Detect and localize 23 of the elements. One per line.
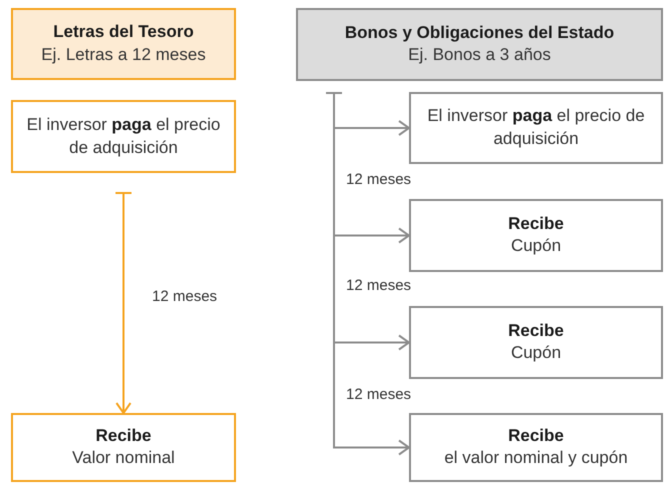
box-heading: Recibe [96,424,152,447]
box-heading: Bonos y Obligaciones del Estado [344,22,614,44]
text-box [409,92,663,164]
box-text: Cupón [510,342,562,364]
arrow [114,192,132,414]
box-text: el valor nominal y cupón [444,447,628,470]
box-text: Cupón [510,235,562,258]
text-box [409,199,663,272]
text-box [409,413,663,482]
box-heading: Letras del Tesoro [53,21,194,44]
text-box [11,8,236,80]
box-text: Ej. Bonos a 3 años [408,44,551,66]
text-box [409,306,663,379]
box-text: El inversor paga el precio de adquisición [426,105,646,150]
box-heading: Recibe [508,424,564,447]
box-heading: Recibe [508,212,564,235]
box-text: Ej. Letras a 12 meses [41,44,206,66]
box-text: El inversor paga el precio de adquisición [26,114,222,158]
text-box [11,413,236,482]
text-box [11,100,236,173]
text-box [296,8,663,81]
box-heading: Recibe [508,320,564,342]
box-text: Valor nominal [72,447,175,470]
